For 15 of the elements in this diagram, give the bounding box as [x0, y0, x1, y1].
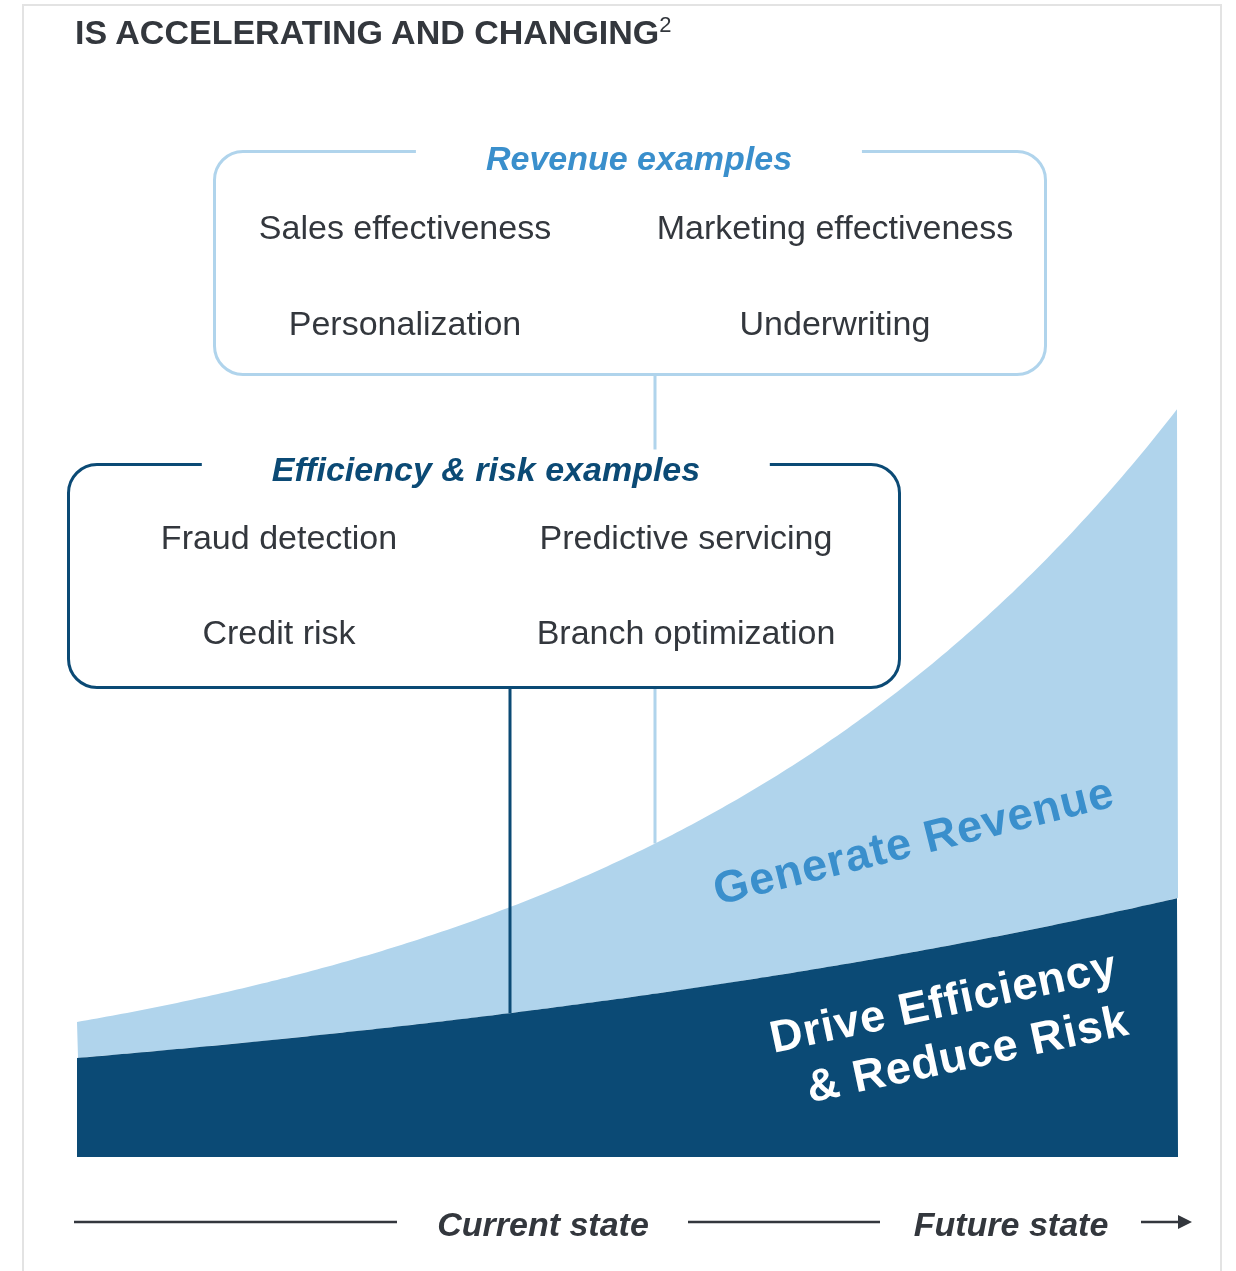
example-text: Personalization: [288, 303, 522, 343]
leader-line: [508, 689, 512, 1014]
example-text: Fraud detection: [160, 517, 398, 557]
example-text: Sales effectiveness: [258, 207, 552, 247]
example-text: Branch optimization: [536, 612, 836, 652]
example-text: Predictive servicing: [539, 517, 833, 557]
example-text: Marketing effectiveness: [656, 207, 1014, 247]
title: IS ACCELERATING AND CHANGING$^{2}$: [75, 12, 672, 53]
example-text: Credit risk: [202, 612, 356, 652]
area-label: Generate Revenue: [706, 764, 1120, 917]
axis-label: Current state: [437, 1204, 649, 1244]
box-heading: Efficiency & risk examples: [201, 449, 771, 489]
area-label: Drive Efficiency & Reduce Risk: [763, 938, 1134, 1115]
axis-label: Future state: [913, 1204, 1109, 1244]
example-text: Underwriting: [739, 303, 931, 343]
